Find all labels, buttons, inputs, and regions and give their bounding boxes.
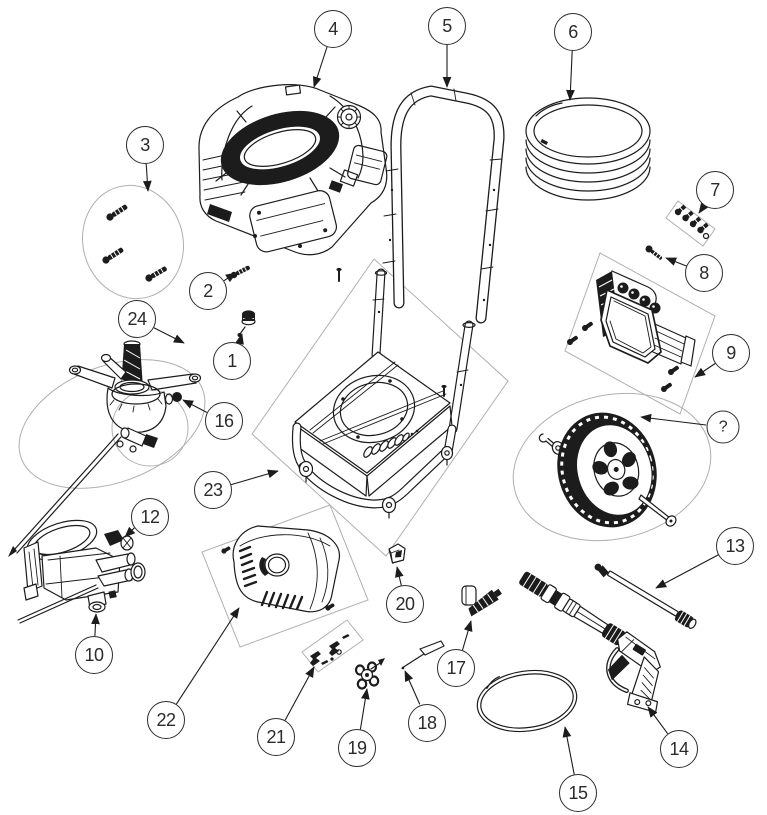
wheel-group-ellipse bbox=[512, 392, 712, 542]
part-oring bbox=[476, 669, 578, 733]
leader-lines bbox=[91, 45, 719, 775]
part-wheel-assembly bbox=[538, 412, 677, 528]
chemical-tube bbox=[13, 433, 122, 554]
leader-22 bbox=[175, 607, 240, 705]
leader-19 bbox=[359, 688, 370, 730]
leader-18 bbox=[404, 670, 421, 705]
callout-18: 18 bbox=[408, 704, 446, 742]
part-cap-1 bbox=[237, 310, 256, 337]
part-engine bbox=[198, 84, 388, 256]
pump-port bbox=[88, 601, 106, 613]
hardware-kit-box bbox=[301, 619, 364, 673]
callout-20: 20 bbox=[386, 585, 424, 623]
leader-6 bbox=[566, 50, 575, 101]
callout-9: 9 bbox=[712, 334, 750, 372]
leader-4 bbox=[312, 46, 328, 88]
part-hardware-kit bbox=[310, 634, 350, 666]
callout-23: 23 bbox=[194, 471, 232, 509]
leader-7 bbox=[698, 202, 709, 214]
leader-16 bbox=[182, 399, 208, 413]
pump-plug bbox=[172, 392, 182, 402]
part-engine-bolts bbox=[102, 204, 167, 282]
leader-14 bbox=[647, 706, 669, 735]
air-filter bbox=[347, 144, 388, 186]
callout-16: 16 bbox=[205, 402, 243, 440]
group-outlines bbox=[18, 184, 716, 673]
bolt-group-ellipse bbox=[82, 184, 184, 300]
part-hose-coil bbox=[525, 97, 651, 201]
callout-?: ? bbox=[706, 410, 740, 444]
part-bolt-8 bbox=[645, 245, 663, 260]
part-valve bbox=[354, 658, 385, 690]
callout-6: 6 bbox=[554, 13, 592, 51]
callout-17: 17 bbox=[437, 649, 475, 687]
callout-24: 24 bbox=[118, 300, 156, 338]
part-pump-cover bbox=[221, 525, 341, 613]
callout-4: 4 bbox=[314, 10, 352, 48]
part-spray-gun bbox=[519, 571, 661, 713]
callout-19: 19 bbox=[338, 729, 376, 767]
callout-5: 5 bbox=[428, 7, 466, 45]
part-handle bbox=[382, 85, 505, 324]
part-spray-wand bbox=[594, 563, 697, 629]
callout-2: 2 bbox=[189, 272, 227, 310]
callout-21: 21 bbox=[257, 718, 295, 756]
part-pump-2 bbox=[17, 519, 146, 624]
leader-17 bbox=[461, 620, 473, 651]
muffler bbox=[249, 190, 338, 253]
leader-10 bbox=[91, 613, 100, 637]
callout-14: 14 bbox=[660, 730, 698, 768]
leader-12 bbox=[124, 526, 136, 538]
callout-15: 15 bbox=[559, 774, 597, 812]
pump-detail-circle bbox=[111, 389, 189, 467]
part-pump bbox=[8, 340, 202, 557]
leader-1 bbox=[235, 333, 244, 345]
part-cleaning-pin bbox=[401, 640, 445, 670]
nozzle-kit-box bbox=[665, 200, 716, 247]
leader-8 bbox=[665, 257, 687, 267]
callout-13: 13 bbox=[716, 527, 754, 565]
leader-2 bbox=[223, 272, 237, 283]
part-clip bbox=[388, 543, 406, 564]
callout-1: 1 bbox=[213, 342, 251, 380]
callout-8: 8 bbox=[685, 254, 723, 292]
leader-23 bbox=[231, 469, 279, 486]
callout-22: 22 bbox=[147, 701, 185, 739]
frame-vent-slots bbox=[363, 429, 419, 458]
panel-region-box bbox=[564, 252, 716, 415]
leader-24 bbox=[153, 327, 185, 344]
leader-13 bbox=[655, 554, 719, 589]
part-control-panel bbox=[567, 270, 696, 392]
callout-7: 7 bbox=[696, 171, 734, 209]
part-soap-nozzle bbox=[461, 585, 502, 617]
callout-12: 12 bbox=[131, 498, 169, 536]
leader-21 bbox=[284, 666, 315, 721]
pump-elbow-fitting bbox=[104, 530, 124, 546]
callout-3: 3 bbox=[126, 126, 164, 164]
leader-q bbox=[640, 413, 707, 426]
leader-3 bbox=[142, 163, 152, 192]
part-nozzle-kit bbox=[674, 204, 710, 240]
part-frame bbox=[291, 267, 476, 519]
callout-10: 10 bbox=[75, 636, 113, 674]
leader-9 bbox=[694, 363, 716, 378]
leader-15 bbox=[562, 726, 575, 775]
leader-20 bbox=[395, 566, 404, 586]
